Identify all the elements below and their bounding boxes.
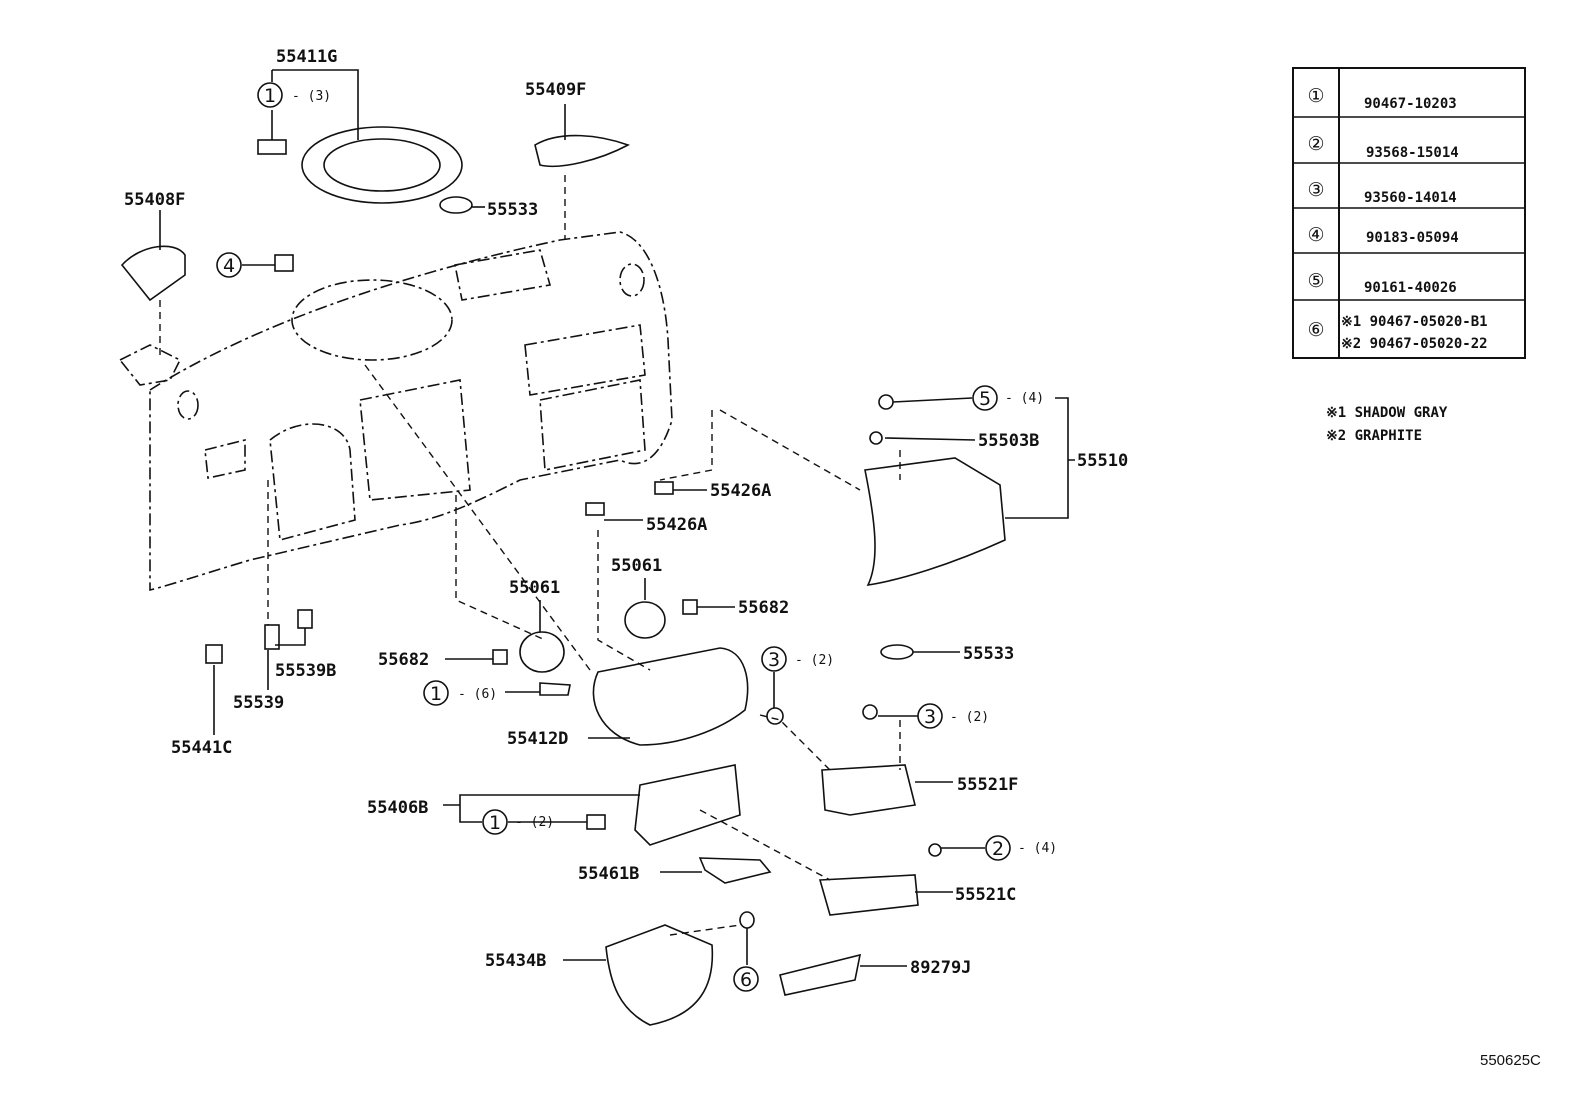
svg-text:④: ④ — [1307, 224, 1324, 246]
svg-text:※1 SHADOW GRAY: ※1 SHADOW GRAY — [1326, 405, 1448, 421]
label-55682-2[interactable]: 55682 — [378, 650, 429, 670]
svg-text:※2 90467-05020-22: ※2 90467-05020-22 — [1341, 336, 1488, 352]
label-55426A-2[interactable]: 55426A — [646, 515, 707, 535]
svg-text:1: 1 — [264, 85, 276, 107]
label-55441C[interactable]: 55441C — [171, 738, 232, 758]
ref-callouts: 1 - (3) 4 5 - (4) 1 - (6) 3 - (2) 3 - (2) 1 - … — [216, 82, 1057, 992]
ref-callout[interactable]: 1 - (2) — [482, 809, 554, 835]
svg-text:3: 3 — [768, 649, 780, 671]
label-55061-2[interactable]: 55061 — [509, 578, 560, 598]
svg-text:2: 2 — [992, 838, 1004, 860]
label-55533-2[interactable]: 55533 — [963, 644, 1014, 664]
svg-text:- (4): - (4) — [1018, 841, 1057, 856]
ref-callout[interactable]: 3 - (2) — [917, 703, 989, 729]
dashed-guides — [159, 175, 901, 936]
label-89279J[interactable]: 89279J — [910, 958, 971, 978]
label-55682[interactable]: 55682 — [738, 598, 789, 618]
label-55510[interactable]: 55510 — [1077, 451, 1128, 471]
table-row: ④ 90183-05094 — [1307, 224, 1458, 246]
leader-lines — [159, 69, 1075, 967]
svg-text:90161-40026: 90161-40026 — [1364, 280, 1457, 296]
svg-text:- (2): - (2) — [515, 815, 554, 830]
svg-text:③: ③ — [1307, 179, 1324, 201]
svg-text:- (2): - (2) — [950, 710, 989, 725]
label-55461B[interactable]: 55461B — [578, 864, 639, 884]
svg-text:①: ① — [1307, 85, 1324, 107]
svg-text:⑥: ⑥ — [1307, 319, 1324, 341]
table-row: ③ 93560-14014 — [1307, 179, 1456, 206]
label-55503B[interactable]: 55503B — [978, 431, 1039, 451]
svg-text:93568-15014: 93568-15014 — [1366, 145, 1459, 161]
label-55434B[interactable]: 55434B — [485, 951, 546, 971]
svg-text:6: 6 — [740, 969, 752, 991]
svg-text:- (2): - (2) — [795, 653, 834, 668]
ref-callout[interactable]: 5 - (4) — [972, 385, 1044, 411]
part-shapes — [120, 126, 1006, 1026]
table-row: ⑤ 90161-40026 — [1307, 270, 1456, 296]
label-55521C[interactable]: 55521C — [955, 885, 1016, 905]
label-55061[interactable]: 55061 — [611, 556, 662, 576]
ref-callout[interactable]: 1 - (6) — [423, 680, 497, 706]
svg-text:- (3): - (3) — [292, 89, 331, 104]
label-55521F[interactable]: 55521F — [957, 775, 1018, 795]
svg-text:1: 1 — [489, 812, 501, 834]
svg-text:93560-14014: 93560-14014 — [1364, 190, 1457, 206]
table-row: ⑥ ※1 90467-05020-B1 ※2 90467-05020-22 — [1307, 314, 1487, 352]
table-row: ① 90467-10203 — [1307, 85, 1456, 112]
label-55408F[interactable]: 55408F — [124, 190, 185, 210]
instrument-panel-drawing — [118, 231, 673, 592]
svg-text:⑤: ⑤ — [1307, 270, 1324, 292]
label-55539B[interactable]: 55539B — [275, 661, 336, 681]
parts-table: ① 90467-10203 ② 93568-15014 ③ 93560-14014 ④… — [1292, 67, 1526, 359]
label-55539[interactable]: 55539 — [233, 693, 284, 713]
svg-text:- (6): - (6) — [458, 687, 497, 702]
label-55409F[interactable]: 55409F — [525, 80, 586, 100]
label-55411G[interactable]: 55411G — [276, 47, 337, 67]
part-labels: 55411G 55409F 55408F 55533 55503B 55510 … — [124, 47, 1128, 978]
label-55426A[interactable]: 55426A — [710, 481, 771, 501]
ref-callout[interactable]: 6 — [733, 966, 759, 992]
table-row: ② 93568-15014 — [1307, 133, 1458, 161]
svg-text:※1 90467-05020-B1: ※1 90467-05020-B1 — [1341, 314, 1488, 330]
label-55412D[interactable]: 55412D — [507, 729, 568, 749]
svg-text:90183-05094: 90183-05094 — [1366, 230, 1459, 246]
ref-callout[interactable]: 1 - (3) — [257, 82, 331, 108]
svg-text:90467-10203: 90467-10203 — [1364, 96, 1457, 112]
ref-callout[interactable]: 2 - (4) — [985, 835, 1057, 861]
ref-callout[interactable]: 3 - (2) — [761, 646, 834, 672]
diagram-id: 550625C — [1480, 1052, 1541, 1069]
color-notes: ※1 SHADOW GRAY ※2 GRAPHITE — [1326, 405, 1448, 444]
label-55406B[interactable]: 55406B — [367, 798, 428, 818]
svg-text:5: 5 — [979, 388, 991, 410]
label-55533[interactable]: 55533 — [487, 200, 538, 220]
svg-text:②: ② — [1307, 133, 1324, 155]
svg-text:- (4): - (4) — [1005, 391, 1044, 406]
svg-text:3: 3 — [924, 706, 936, 728]
svg-text:4: 4 — [223, 255, 235, 277]
svg-text:※2 GRAPHITE: ※2 GRAPHITE — [1326, 428, 1422, 444]
ref-callout[interactable]: 4 — [216, 252, 242, 278]
svg-text:1: 1 — [430, 683, 442, 705]
